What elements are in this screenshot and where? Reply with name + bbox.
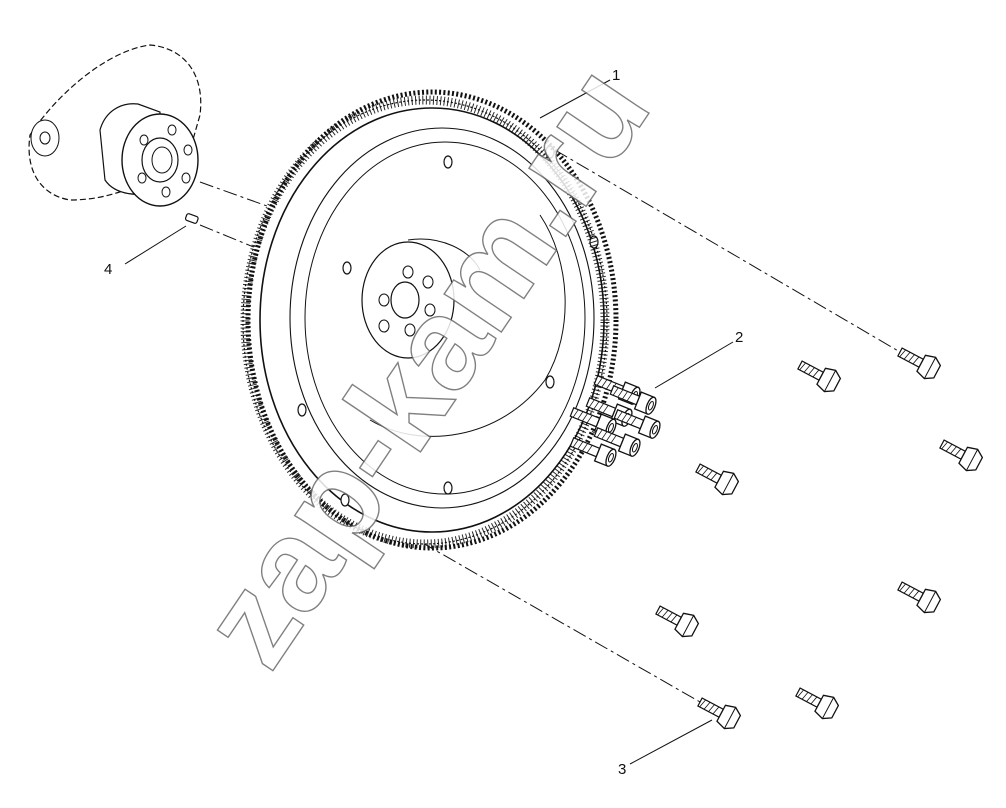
callout-3: 3	[618, 761, 626, 778]
leader-lines	[124, 79, 734, 765]
flywheel	[240, 89, 619, 551]
crankshaft-flange	[28, 44, 202, 207]
callout-2: 2	[735, 329, 743, 346]
dowel-pin	[184, 213, 199, 224]
callout-4: 4	[104, 261, 112, 278]
cover-bolt-set	[651, 340, 986, 733]
callout-1: 1	[612, 67, 620, 84]
